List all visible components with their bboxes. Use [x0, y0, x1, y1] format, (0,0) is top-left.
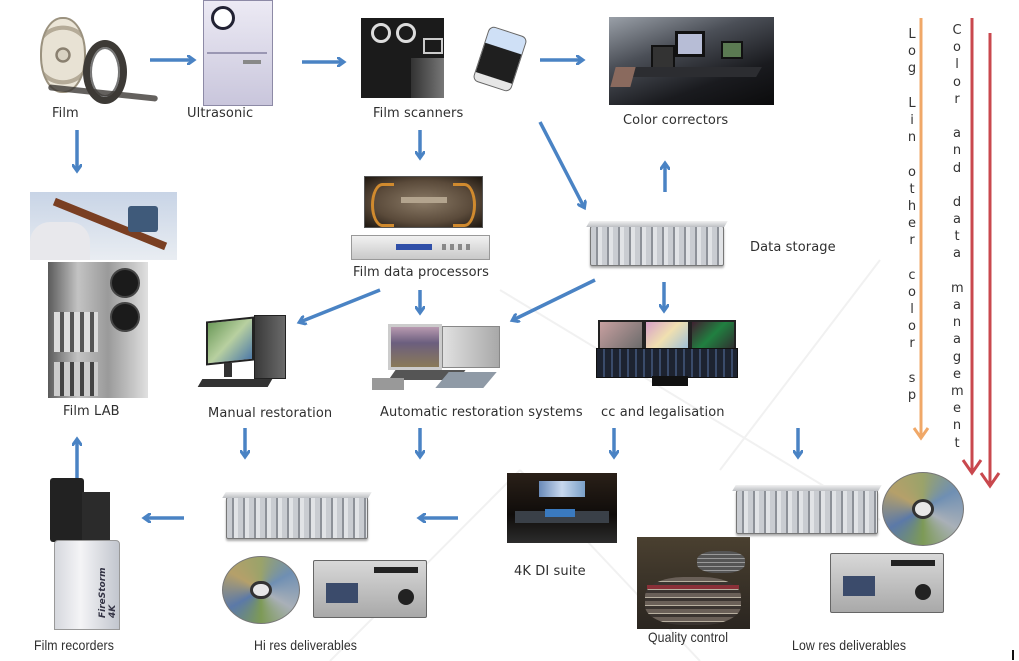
label-film-lab: Film LAB: [63, 404, 120, 419]
vertical-letter: r: [954, 91, 960, 107]
vertical-letter: l: [955, 57, 959, 73]
label-4k-di-suite: 4K DI suite: [514, 564, 586, 579]
vertical-letter: C: [952, 23, 962, 38]
vertical-letter: a: [953, 126, 961, 142]
vertical-letter: d: [952, 160, 962, 176]
label-automatic-restoration: Automatic restoration systems: [380, 405, 583, 420]
vertical-letter: s: [908, 370, 916, 386]
vertical-letter: [906, 249, 918, 266]
film-scanner-icon: [361, 18, 444, 98]
vertical-letter: a: [953, 332, 961, 348]
vertical-letter: [951, 263, 963, 280]
vertical-letter: L: [908, 95, 916, 111]
vertical-letter: a: [953, 246, 961, 262]
vertical-letter: g: [952, 349, 962, 365]
hires-storage-rack-icon: [226, 497, 368, 539]
label-manual-restoration: Manual restoration: [208, 406, 333, 421]
ultrasonic-cleaner-icon: [203, 0, 273, 106]
vertical-letter: t: [954, 435, 960, 451]
vertical-letter: m: [951, 280, 964, 296]
arrow-storage-to-automatic: [513, 278, 596, 320]
vertical-letter: n: [952, 418, 962, 434]
vertical-letter: o: [908, 319, 916, 335]
vertical-letter: t: [909, 181, 915, 197]
label-film-scanners: Film scanners: [373, 106, 464, 121]
text-cursor-mark: [1012, 650, 1014, 660]
arrow-processors-to-manual: [300, 288, 381, 322]
vertical-letter: e: [953, 401, 961, 417]
vertical-letter: m: [951, 383, 964, 399]
vertical-letter: c: [908, 267, 916, 283]
vertical-letter: o: [908, 284, 916, 300]
vertical-letter: o: [908, 164, 916, 180]
control-console-icon: [596, 320, 738, 388]
label-film-recorders: Film recorders: [34, 637, 114, 653]
vertical-letter: a: [953, 298, 961, 313]
vertical-letter: e: [908, 216, 916, 232]
vertical-letter: r: [909, 336, 915, 352]
film-lab-handling-photo: [30, 192, 177, 260]
restoration-system-icon: [372, 322, 502, 392]
vertical-letter: i: [910, 112, 914, 128]
film-lab-machine-photo: [48, 262, 148, 398]
grading-suite-icon: [609, 17, 774, 105]
vertical-letter: d: [952, 194, 962, 210]
vertical-letter: n: [907, 130, 917, 146]
label-quality-control: Quality control: [648, 629, 729, 645]
recorder-brand-text: FireStorm 4K: [98, 567, 118, 618]
vertical-letter: l: [910, 302, 914, 317]
label-cc-legalisation: cc and legalisation: [601, 405, 725, 420]
hires-disc-icon: [222, 556, 300, 624]
vertical-letter: [951, 177, 963, 194]
film-reel-icon: [38, 12, 159, 107]
label-ultrasonic: Ultrasonic: [187, 106, 254, 121]
vertical-letter: o: [953, 40, 961, 56]
label-hires-deliverables: Hi res deliverables: [254, 637, 358, 653]
workstation-icon: [197, 313, 295, 393]
arrow-scanners-to-storage: [538, 121, 584, 207]
vertical-letter: n: [952, 315, 962, 331]
storage-rack-icon: [590, 226, 724, 266]
vertical-letter: e: [953, 366, 961, 382]
lowres-vtr-icon: [830, 553, 944, 613]
vertical-letter: L: [908, 27, 916, 42]
vertical-letter: p: [907, 387, 917, 403]
label-data-storage: Data storage: [750, 240, 836, 255]
vertical-letter: [906, 78, 918, 95]
label-lowres-deliverables: Low res deliverables: [792, 637, 907, 653]
vertical-letter: [906, 353, 918, 370]
color-data-management-arrow: [961, 18, 1001, 489]
vertical-letter: [951, 108, 963, 125]
vertical-letter: t: [954, 229, 960, 245]
vertical-letter: r: [909, 233, 915, 249]
vertical-letter: g: [907, 61, 917, 77]
label-film: Film: [52, 106, 79, 121]
lowres-disc-icon: [882, 472, 964, 546]
vertical-letter: [906, 146, 918, 163]
film-cans-photo: [637, 537, 750, 629]
lowres-storage-rack-icon: [736, 490, 878, 534]
data-processor-unit-icon: [351, 235, 490, 260]
vertical-letter: n: [952, 143, 962, 159]
hires-vtr-icon: [313, 560, 427, 618]
vertical-letter: h: [907, 198, 917, 214]
handheld-scanner-icon: [472, 25, 528, 94]
screening-room-photo: [507, 473, 617, 543]
label-film-data-processors: Film data processors: [353, 265, 489, 280]
label-color-correctors: Color correctors: [623, 113, 729, 128]
vertical-letter: o: [908, 44, 916, 60]
vertical-letter: a: [953, 212, 961, 228]
vertical-letter: o: [953, 74, 961, 90]
data-processor-photo: [364, 176, 483, 228]
film-recorder-icon: FireStorm 4K: [38, 478, 128, 630]
log-lin-arrow: [912, 18, 930, 441]
